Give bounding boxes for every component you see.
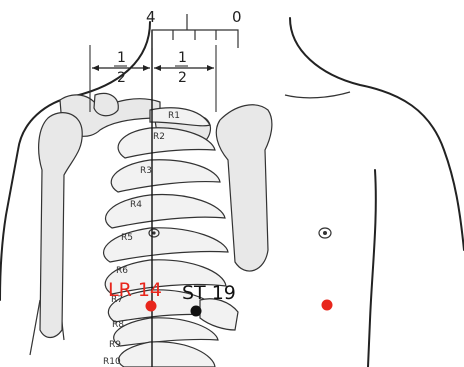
right-clavicle-line [285,92,350,98]
right-side-point [322,300,333,311]
rib-label-r1: R1 [168,111,180,121]
rib-label-r5: R5 [121,233,133,243]
humerus-bone [39,113,83,338]
left-fraction-denominator: 2 [117,70,126,86]
left-arrowhead-a [92,65,99,71]
rib-label-r10: R10 [103,357,121,367]
rib-label-r9: R9 [109,340,121,350]
scale-label-right: 0 [232,8,242,26]
right-arrowhead-b [207,65,214,71]
rib-9 [119,342,215,367]
rib-label-r8: R8 [112,320,124,330]
rib-4 [106,195,225,228]
right-shoulder-outline [290,18,464,250]
right-nipple-dot [323,231,327,235]
st19-label: ST 19 [182,282,236,304]
coracoid-bone [94,93,118,115]
rib-3 [111,160,220,192]
right-flank-outline [368,170,376,367]
left-fraction-numerator: 1 [117,50,126,66]
rib-label-r3: R3 [140,166,152,176]
lr14-label: LR 14 [108,279,162,301]
rib-label-r6: R6 [116,266,128,276]
measurement-scale: 4 0 [146,8,242,48]
st19-point [191,306,202,317]
rib-label-r4: R4 [130,200,142,210]
left-arm-line [30,300,40,355]
right-fraction-denominator: 2 [178,70,187,86]
lr14-point [146,301,157,312]
left-arrowhead-b [143,65,150,71]
right-fraction-numerator: 1 [178,50,187,66]
scale-label-left: 4 [146,8,156,26]
rib-label-r2: R2 [153,132,165,142]
left-nipple-dot [152,231,155,234]
right-arrowhead-a [154,65,161,71]
